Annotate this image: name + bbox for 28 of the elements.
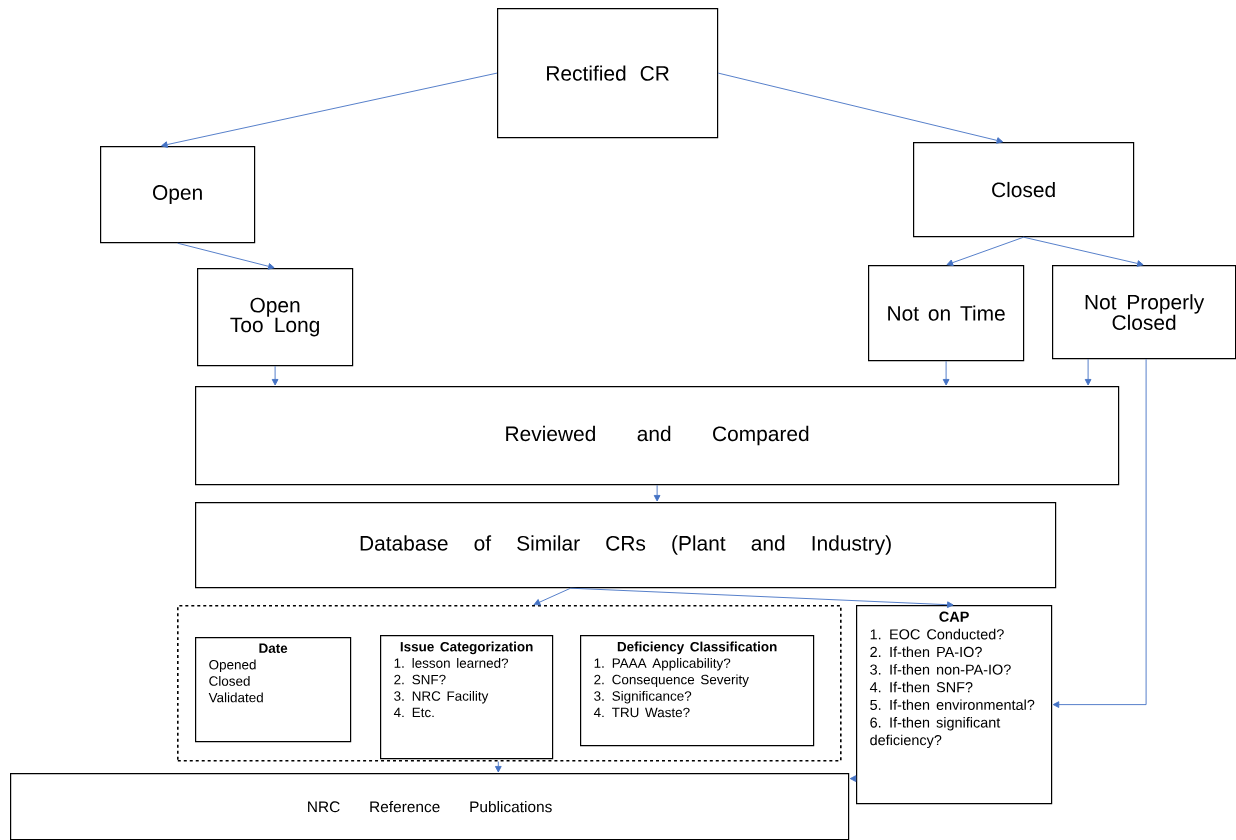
process-box: Open Too Long [197, 268, 354, 367]
info-box: Issue Categorization 1. lesson learned? 2. SNF? 3. NRC Facility 4. Etc. [380, 635, 554, 760]
info-box: Date Opened Closed Validated [195, 637, 352, 743]
group-box [177, 605, 842, 762]
arrow [1084, 358, 1092, 386]
arrow [1052, 358, 1147, 708]
arrow [271, 365, 279, 386]
info-box: CAP 1. EOC Conducted? 2. If-then PA-IO? 3. If-then non-PA-IO? 4. If-then SNF? 5. If-then environmental? 6. If-then significant deficiency? [856, 605, 1053, 805]
info-box: Deficiency Classification 1. PAAA Applicability? 2. Consequence Severity 3. Significance? 4. TRU Waste? [580, 635, 815, 747]
arrow [1023, 236, 1144, 267]
process-box: Not on Time [868, 265, 1025, 362]
arrow [653, 484, 661, 502]
arrow [533, 587, 572, 606]
arrow [495, 761, 502, 773]
arrow [570, 587, 954, 609]
process-box: Not Properly Closed [1052, 265, 1236, 360]
process-box: Rectified CR [497, 8, 719, 139]
process-box: Reviewed and Compared [195, 386, 1120, 486]
process-box: NRC Reference Publications [10, 773, 850, 840]
arrow [717, 72, 1004, 144]
process-box: Database of Similar CRs (Plant and Industry) [195, 502, 1057, 589]
arrow [946, 236, 1025, 266]
arrow [161, 72, 498, 148]
arrow [849, 775, 857, 782]
arrow [177, 242, 275, 270]
arrow [942, 360, 950, 386]
process-box: Open [100, 146, 256, 244]
process-box: Closed [913, 142, 1135, 238]
